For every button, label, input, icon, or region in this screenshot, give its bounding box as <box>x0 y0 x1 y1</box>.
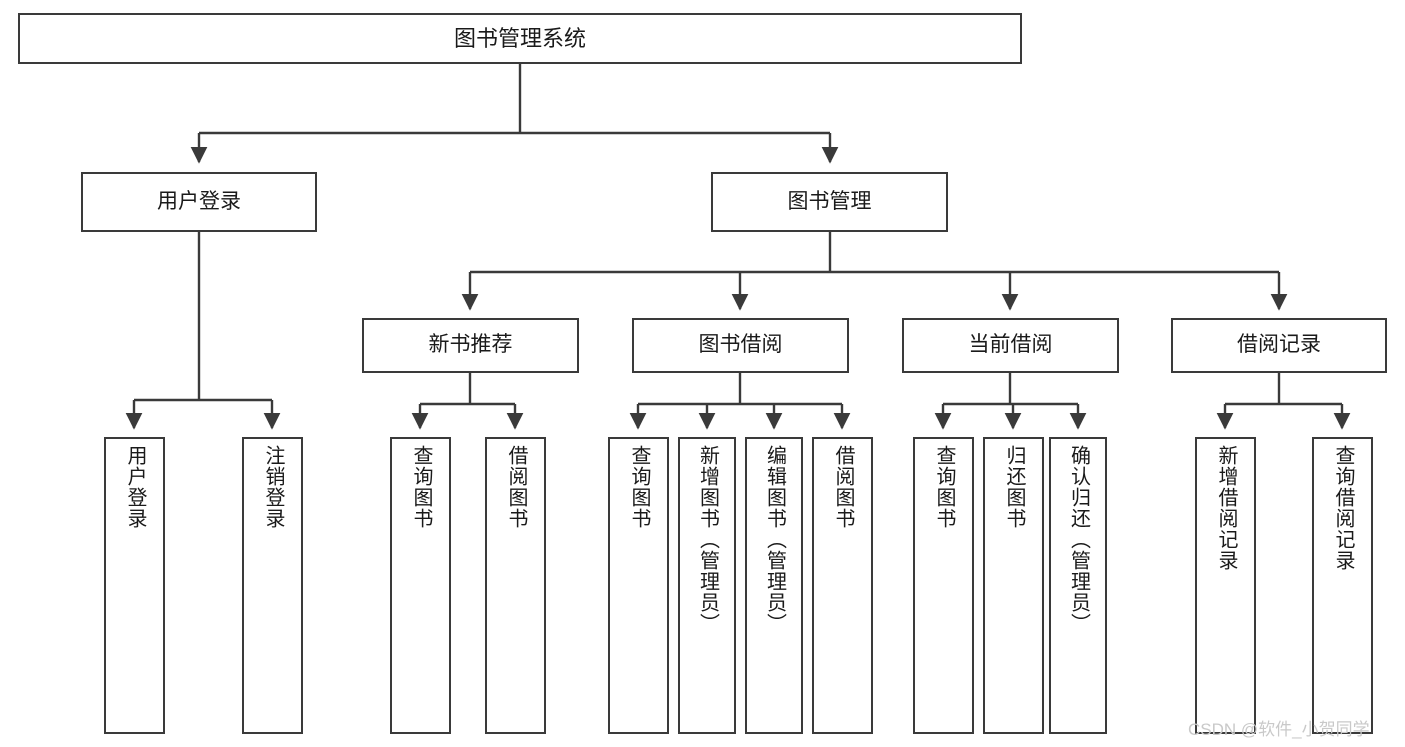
leaf-node[interactable]: 查询图书 <box>608 437 669 734</box>
node-new-book-recommend[interactable]: 新书推荐 <box>362 318 579 373</box>
node-book-borrow[interactable]: 图书借阅 <box>632 318 849 373</box>
leaf-node[interactable]: 新增图书（管理员） <box>678 437 736 734</box>
leaf-node-label: 借阅图书 <box>832 445 854 529</box>
leaf-node[interactable]: 查询图书 <box>390 437 451 734</box>
node-book-borrow-label: 图书借阅 <box>698 333 783 357</box>
leaf-node[interactable]: 用户登录 <box>104 437 165 734</box>
leaf-node-label: 查询图书 <box>933 445 955 529</box>
leaf-node[interactable]: 新增借阅记录 <box>1195 437 1256 734</box>
leaf-node-label: 注销登录 <box>262 445 284 529</box>
leaf-node[interactable]: 借阅图书 <box>485 437 546 734</box>
node-current-borrow[interactable]: 当前借阅 <box>902 318 1119 373</box>
node-borrow-record[interactable]: 借阅记录 <box>1171 318 1387 373</box>
leaf-node-label: 新增图书（管理员） <box>696 445 719 634</box>
leaf-node[interactable]: 查询借阅记录 <box>1312 437 1373 734</box>
leaf-node-label: 查询借阅记录 <box>1332 445 1354 571</box>
node-book-management[interactable]: 图书管理 <box>711 172 948 232</box>
node-user-login-label: 用户登录 <box>157 189 241 213</box>
leaf-node-label: 用户登录 <box>124 445 146 529</box>
node-root-label: 图书管理系统 <box>453 25 586 51</box>
node-borrow-record-label: 借阅记录 <box>1237 333 1321 357</box>
leaf-node[interactable]: 确认归还（管理员） <box>1049 437 1107 734</box>
leaf-node-label: 新增借阅记录 <box>1215 445 1237 571</box>
node-new-book-recommend-label: 新书推荐 <box>428 333 513 357</box>
node-current-borrow-label: 当前借阅 <box>968 333 1053 357</box>
leaf-node[interactable]: 归还图书 <box>983 437 1044 734</box>
csdn-watermark: CSDN @软件_小贺同学 <box>1188 720 1370 739</box>
leaf-node[interactable]: 编辑图书（管理员） <box>745 437 803 734</box>
leaf-node[interactable]: 查询图书 <box>913 437 974 734</box>
leaf-node[interactable]: 注销登录 <box>242 437 303 734</box>
leaf-node-label: 借阅图书 <box>505 445 527 529</box>
leaf-node-label: 查询图书 <box>628 445 650 529</box>
leaf-node-label: 归还图书 <box>1003 445 1025 529</box>
node-book-management-label: 图书管理 <box>787 189 872 213</box>
leaf-node-label: 编辑图书（管理员） <box>763 445 786 634</box>
leaf-node-label: 查询图书 <box>410 445 432 529</box>
node-root-system[interactable]: 图书管理系统 <box>18 13 1022 64</box>
leaf-node-label: 确认归还（管理员） <box>1067 445 1090 634</box>
node-user-login[interactable]: 用户登录 <box>81 172 317 232</box>
leaf-node[interactable]: 借阅图书 <box>812 437 873 734</box>
